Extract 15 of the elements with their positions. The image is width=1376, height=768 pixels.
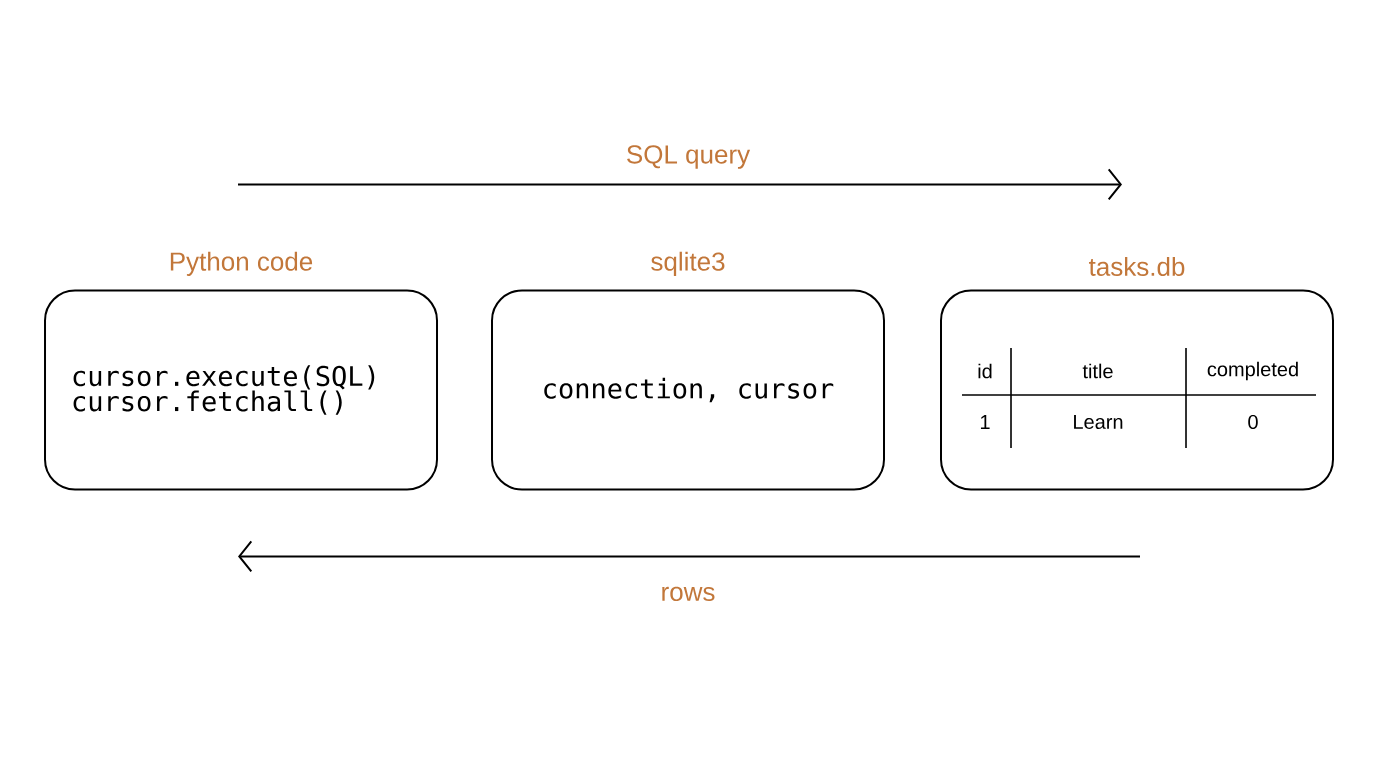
box-heading: sqlite3: [651, 251, 725, 276]
arrow: [238, 540, 1141, 573]
edge-label: SQL query: [627, 145, 751, 169]
table-cell: 0: [1248, 414, 1258, 430]
table-cell: completed: [1207, 361, 1298, 381]
box-heading: tasks.db: [1089, 256, 1185, 276]
rounded-box: cursor.execute(SQL) cursor.fetchall(): [44, 289, 438, 491]
table-cell: id: [978, 363, 992, 379]
rounded-box: connection, cursor: [491, 289, 885, 491]
edge-label: rows: [662, 586, 715, 602]
table-cell: title: [1082, 363, 1113, 379]
box-heading: Python code: [170, 251, 313, 276]
table-cell: 1: [980, 415, 990, 429]
arrow: [237, 168, 1122, 201]
table-cell: Learn: [1074, 415, 1123, 429]
